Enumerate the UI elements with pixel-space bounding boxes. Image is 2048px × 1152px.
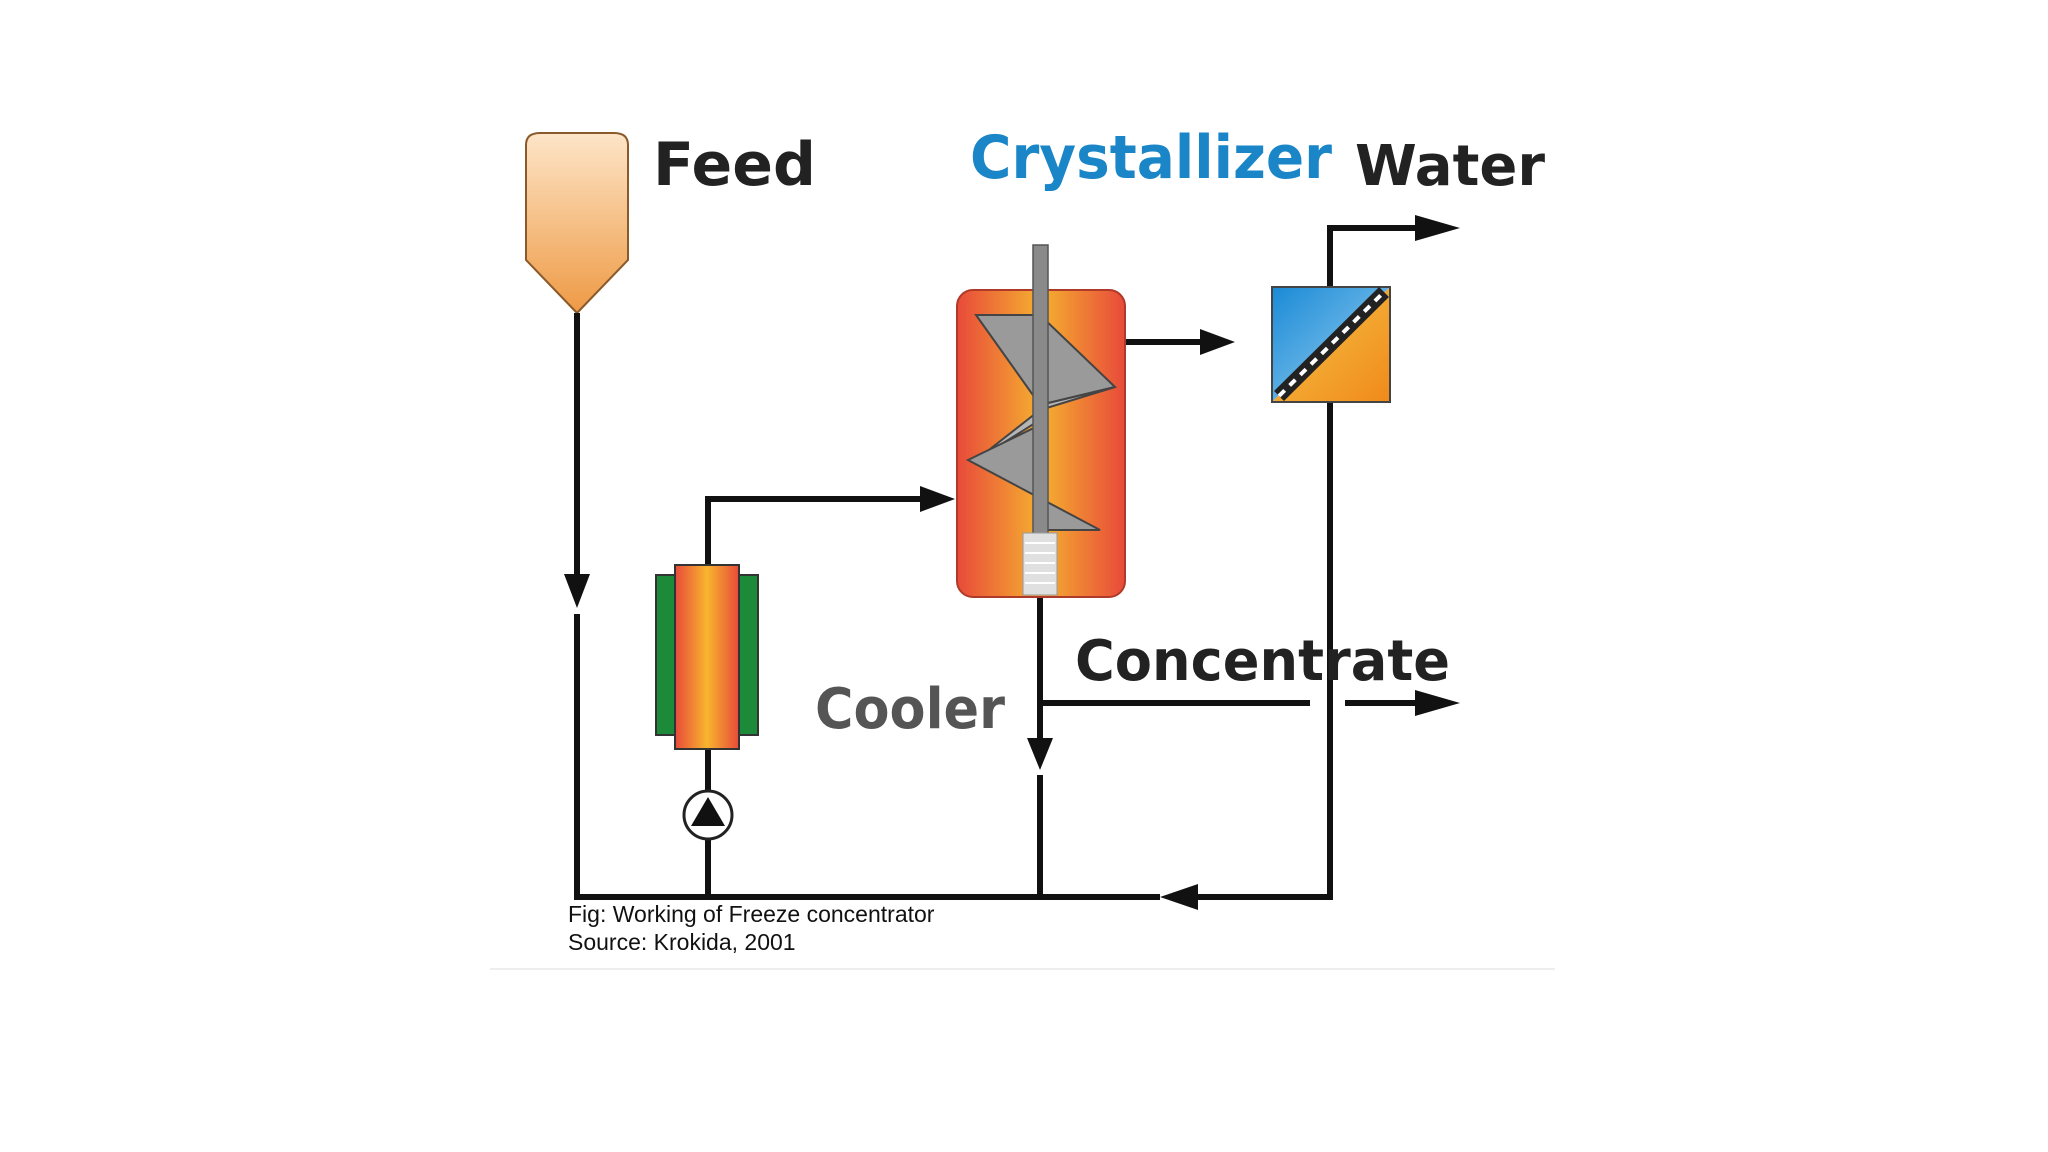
filter-separator: [1271, 286, 1391, 403]
arrow-feed-down: [564, 574, 590, 608]
figure-caption: Fig: Working of Freeze concentrator Sour…: [568, 900, 934, 956]
water-pipe: [1327, 225, 1420, 287]
crystallizer-label: Crystallizer: [970, 123, 1332, 193]
arrow-water-out: [1415, 215, 1460, 241]
arrow-concentrate-out: [1415, 690, 1460, 716]
filter-return-pipe: [1190, 402, 1333, 900]
feed-hopper: [525, 132, 629, 315]
caption-line-1: Fig: Working of Freeze concentrator: [568, 901, 935, 927]
pump-icon: [682, 789, 734, 841]
pipe-network: [574, 225, 1420, 900]
cooler-unit: [655, 564, 759, 750]
auger-shaft: [1032, 244, 1049, 536]
divider: [490, 968, 1555, 970]
arrow-return-left: [1160, 884, 1198, 910]
cooler-to-crystallizer-pipe: [705, 496, 930, 565]
arrowheads: [564, 215, 1460, 910]
water-label: Water: [1355, 134, 1545, 199]
crystallizer-vessel: [956, 244, 1126, 598]
caption-line-2: Source: Krokida, 2001: [568, 929, 796, 955]
arrow-to-crystallizer: [920, 486, 955, 512]
arrow-to-filter: [1200, 329, 1235, 355]
concentrate-label: Concentrate: [1075, 629, 1450, 694]
cooler-label: Cooler: [815, 677, 1005, 742]
arrow-crystallizer-down: [1027, 738, 1053, 770]
feed-label: Feed: [653, 130, 816, 200]
